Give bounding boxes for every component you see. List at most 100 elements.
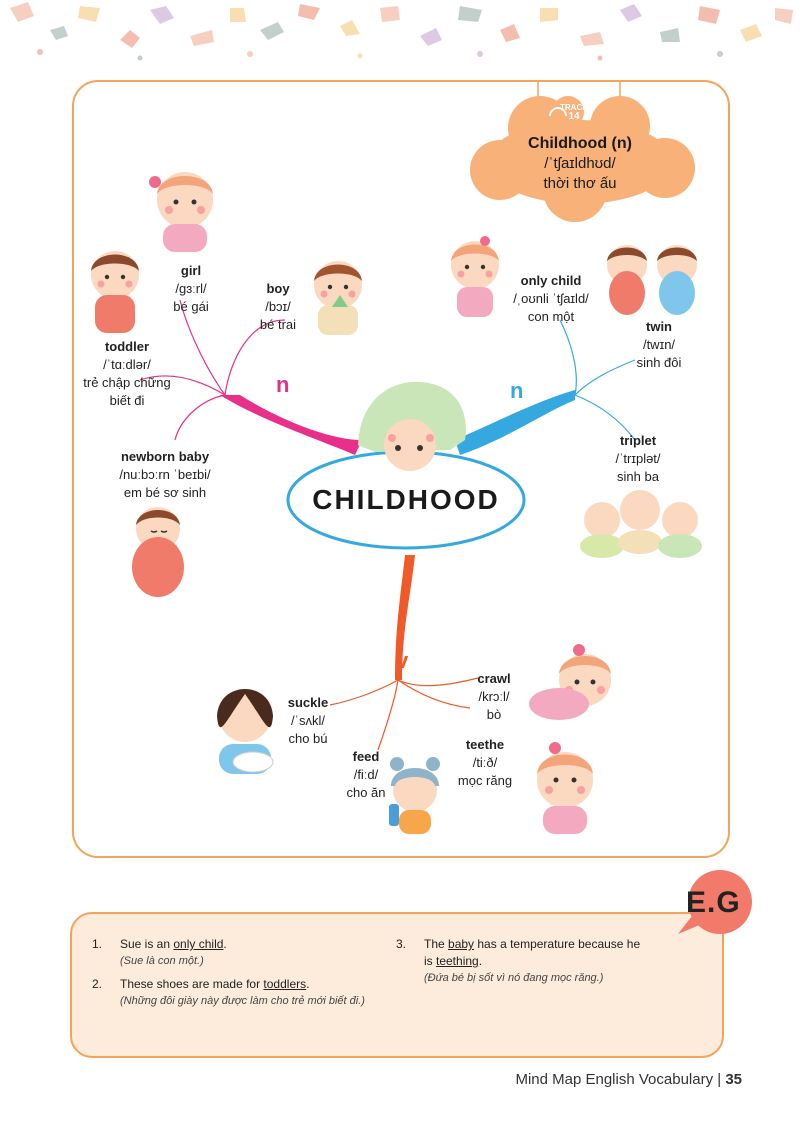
example-1-keyword: only child	[173, 937, 224, 951]
example-3-keyword: baby	[448, 937, 475, 951]
example-1-number: 1.	[92, 937, 103, 951]
track-label: TRACK	[560, 103, 588, 112]
triplet-illustration	[580, 490, 702, 558]
page-footer: Mind Map English Vocabulary | 35	[515, 1071, 742, 1088]
confetti-header	[10, 2, 793, 61]
example-2-number: 2.	[92, 977, 103, 991]
suckle-illustration	[217, 689, 274, 774]
topic-title: Childhood (n)	[528, 135, 632, 152]
example-1-text: Sue is an	[120, 937, 174, 951]
word-newborn-term: newborn baby	[120, 449, 210, 464]
example-3-middle: has a temperature because he is	[424, 937, 641, 968]
girl-illustration	[149, 172, 213, 252]
eg-badge	[678, 870, 752, 934]
example-3-end: .	[478, 954, 483, 968]
word-feed-term: feed	[352, 749, 380, 764]
track-number: 14	[568, 111, 580, 122]
example-3-translation: (Đứa bé bị sốt vì nó đang mọc răng.)	[424, 972, 604, 984]
word-girl-ipa: /ɡɜːrl/	[175, 281, 207, 296]
word-girl-vi: bé gái	[173, 299, 209, 314]
word-teethe-ipa: /tiːð/	[472, 755, 498, 770]
word-girl-term: girl	[180, 263, 202, 278]
word-twin-vi: sinh đôi	[636, 355, 682, 370]
word-boy-ipa: /bɔɪ/	[265, 299, 291, 314]
word-girl: girl /ɡɜːrl/ bé gái	[156, 262, 226, 316]
word-only-child-ipa: /ˌoʊnli ˈtʃaɪld/	[513, 291, 589, 306]
word-teethe-vi: mọc răng	[457, 773, 513, 788]
word-toddler: toddler /ˈtɑːdlər/ trẻ chập chững biết đ…	[74, 338, 180, 410]
eg-badge-label: E.G	[686, 886, 741, 919]
word-toddler-term: toddler	[104, 339, 150, 354]
word-teethe-term: teethe	[465, 737, 505, 752]
crawl-illustration	[529, 644, 611, 720]
example-3: 3. The baby has a temperature because he…	[396, 936, 696, 992]
word-suckle-vi: cho bú	[288, 731, 328, 746]
word-feed: feed /fiːd/ cho ăn	[340, 748, 392, 802]
word-boy-term: boy	[266, 281, 290, 296]
page-number: 35	[725, 1071, 742, 1088]
right-noun-label: n	[510, 378, 524, 403]
word-newborn-ipa: /nuːbɔːrn ˈbeɪbi/	[119, 467, 211, 482]
footer-title: Mind Map English Vocabulary |	[515, 1071, 722, 1088]
word-toddler-vi-line1: trẻ chập chững	[83, 375, 171, 390]
center-baby-illustration	[358, 381, 466, 471]
word-twin-ipa: /twɪn/	[642, 337, 676, 352]
left-noun-branch	[220, 395, 362, 455]
example-2-text: These shoes are made for	[120, 977, 264, 991]
feed-illustration	[389, 757, 440, 834]
track-badge[interactable]: TRACK 14	[560, 103, 588, 122]
word-triplet: triplet /ˈtrɪplət/ sinh ba	[606, 432, 670, 486]
word-feed-ipa: /fiːd/	[353, 767, 379, 782]
verb-branch	[395, 555, 415, 680]
word-only-child-term: only child	[520, 273, 582, 288]
example-1: 1. Sue is an only child. (Sue là con một…	[92, 936, 392, 976]
example-box	[70, 912, 724, 1058]
word-suckle: suckle /ˈsʌkl/ cho bú	[280, 694, 336, 748]
word-newborn: newborn baby /nuːbɔːrn ˈbeɪbi/ em bé sơ …	[100, 448, 230, 502]
word-twin: twin /twɪn/ sinh đôi	[628, 318, 690, 372]
word-suckle-ipa: /ˈsʌkl/	[291, 713, 325, 728]
topic-vi: thời thơ ấu	[543, 175, 617, 192]
word-feed-vi: cho ăn	[346, 785, 386, 800]
example-3-text: The	[424, 937, 449, 951]
word-suckle-term: suckle	[287, 695, 329, 710]
word-toddler-vi-line2: biết đi	[109, 393, 145, 408]
toddler-illustration	[91, 251, 139, 333]
example-2-translation: (Những đôi giày này được làm cho trẻ mới…	[120, 995, 365, 1007]
word-boy: boy /bɔɪ/ bé trai	[248, 280, 308, 334]
word-newborn-vi: em bé sơ sinh	[123, 485, 207, 500]
left-noun-label: n	[276, 372, 290, 397]
topic-ipa: /ˈtʃaɪldhʊd/	[544, 155, 616, 172]
right-noun-branch	[455, 390, 575, 455]
word-triplet-vi: sinh ba	[617, 469, 659, 484]
example-2: 2. These shoes are made for toddlers. (N…	[92, 976, 392, 1016]
word-boy-vi: bé trai	[259, 317, 297, 332]
example-2-end: .	[306, 977, 310, 991]
verb-label: v	[396, 648, 409, 673]
center-title-box: CHILDHOOD	[290, 470, 522, 532]
word-crawl: crawl /krɔːl/ bò	[466, 670, 522, 724]
word-only-child: only child /ˌoʊnli ˈtʃaɪld/ con một	[500, 272, 602, 326]
word-teethe: teethe /tiːð/ mọc răng	[452, 736, 518, 790]
word-toddler-ipa: /ˈtɑːdlər/	[103, 357, 151, 372]
twin-illustration	[607, 245, 697, 315]
word-triplet-term: triplet	[619, 433, 657, 448]
boy-illustration	[314, 261, 362, 335]
word-crawl-ipa: /krɔːl/	[478, 689, 510, 704]
example-2-keyword: toddlers	[263, 977, 307, 991]
mind-map-graphics	[91, 80, 702, 834]
teethe-illustration	[537, 742, 593, 834]
word-twin-term: twin	[646, 319, 672, 334]
example-3-keyword-2: teething	[436, 954, 479, 968]
newborn-illustration	[132, 507, 184, 597]
word-crawl-term: crawl	[477, 671, 511, 686]
example-3-number: 3.	[396, 937, 407, 951]
center-title: CHILDHOOD	[312, 484, 500, 515]
word-triplet-ipa: /ˈtrɪplət/	[615, 451, 661, 466]
example-1-end: .	[223, 937, 227, 951]
only-child-illustration	[451, 236, 499, 317]
word-crawl-vi: bò	[486, 707, 502, 722]
example-1-translation: (Sue là con một.)	[120, 955, 204, 967]
topic-box: Childhood (n) /ˈtʃaɪldhʊd/ thời thơ ấu	[470, 134, 690, 194]
word-only-child-vi: con một	[527, 309, 575, 324]
